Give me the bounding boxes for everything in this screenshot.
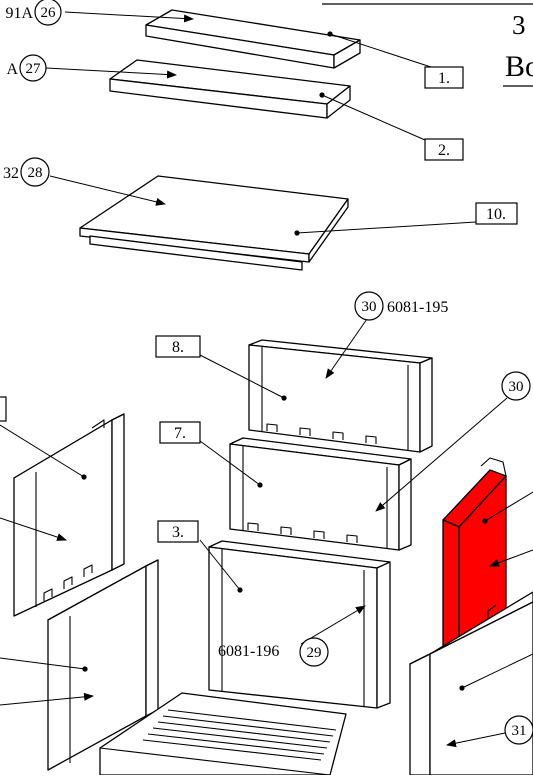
svg-text:7.: 7. [174,425,186,442]
part-1-slab [145,9,361,69]
base-grate [99,692,347,776]
bubble-31: 31 [504,715,533,745]
part-label-clipped [0,396,7,422]
code-27: A [6,61,18,78]
part-label-2: 2. [424,138,464,161]
title-digit: 3 [512,10,526,40]
svg-text:29: 29 [307,645,322,661]
bubble-27: 27 [19,54,47,82]
leader-lines [0,11,533,748]
svg-text:30: 30 [509,379,524,395]
svg-text:1.: 1. [438,70,450,87]
left-side-panel [13,413,125,617]
svg-text:30: 30 [362,299,377,315]
title-word: Bo [505,50,533,83]
svg-text:3.: 3. [172,524,184,541]
part-label-3: 3. [157,520,199,543]
code-30: 6081-195 [387,299,448,316]
code-29: 6081-196 [218,643,279,660]
svg-text:10.: 10. [486,206,506,223]
bubble-30-right: 30 [501,371,531,401]
svg-text:27: 27 [26,61,42,77]
part-label-1: 1. [424,66,464,89]
left-lower-panel [47,559,159,771]
part-10-stepped-slab [79,175,349,271]
part-label-8: 8. [155,335,201,358]
bubble-29: 29 [299,637,329,667]
part-8-block [248,339,433,453]
svg-text:26: 26 [41,5,57,21]
svg-text:28: 28 [28,165,43,181]
part-label-10: 10. [475,202,518,225]
part-label-7: 7. [159,421,201,444]
part-2-slab [109,59,351,119]
bubble-28: 28 [20,157,50,187]
code-26: 91A [5,5,33,22]
bubble-30-top: 30 [354,291,384,321]
part-7-block [229,437,412,551]
svg-text:2.: 2. [438,142,450,159]
bubble-26: 26 [34,0,62,26]
svg-text:31: 31 [512,723,527,739]
code-28: 32 [3,165,19,182]
svg-text:8.: 8. [172,339,184,356]
part-3-block [208,540,391,709]
